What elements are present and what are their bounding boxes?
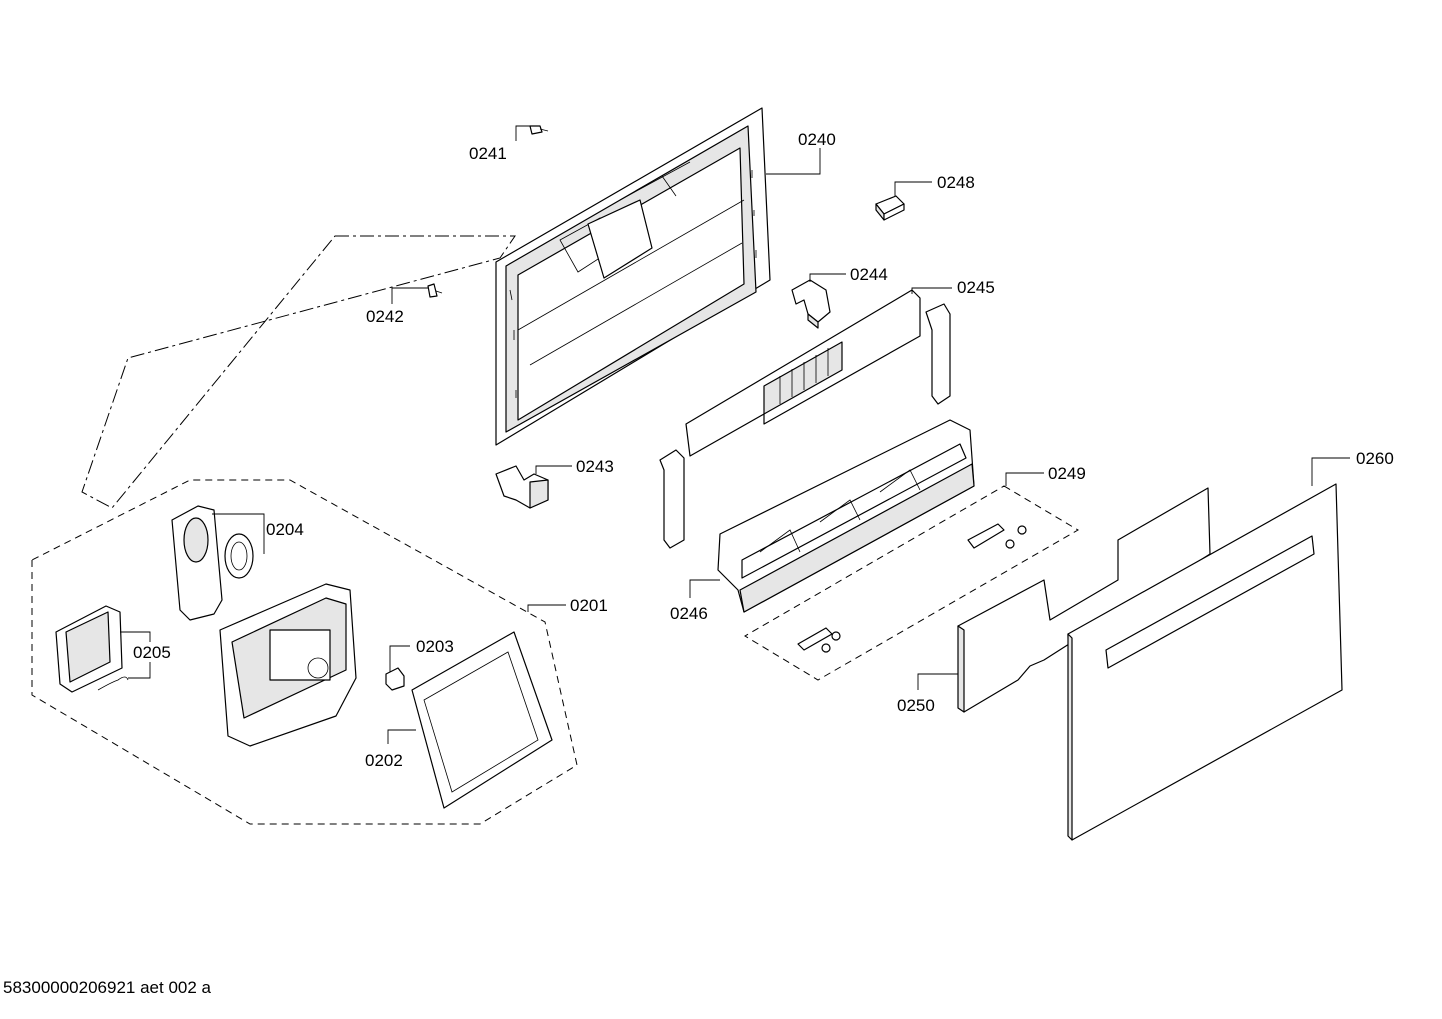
callout-0241: 0241: [469, 125, 530, 163]
upper-rail-0245: [659, 289, 951, 549]
screw-0242: [427, 283, 443, 298]
callout-0245: 0245: [911, 278, 995, 297]
fixings-0249: [797, 523, 1027, 653]
outer-door-panel-0260: [1067, 483, 1343, 841]
hinge-bracket-0243: [495, 465, 549, 509]
gasket-frame-0202: [411, 631, 553, 809]
callout-label: 0244: [850, 265, 888, 284]
clip-0203: [385, 667, 405, 691]
callout-label: 0243: [576, 457, 614, 476]
callout-0203: 0203: [389, 637, 454, 672]
back-panel-0250: [957, 487, 1211, 713]
callout-0204: 0204: [212, 513, 304, 554]
callout-label: 0246: [670, 604, 708, 623]
callout-0201: 0201: [527, 596, 608, 615]
callout-0243: 0243: [535, 457, 614, 476]
callout-0240: 0240: [766, 130, 836, 175]
callout-label: 0204: [266, 520, 304, 539]
callout-label: 0203: [416, 637, 454, 656]
screw-0241: [529, 125, 549, 135]
callout-label: 0205: [133, 643, 171, 662]
callout-label: 0245: [957, 278, 995, 297]
group-outline-control-module: [31, 479, 578, 825]
callout-label: 0242: [366, 307, 404, 326]
hinge-bracket-0244: [791, 279, 831, 329]
callout-0246: 0246: [670, 579, 720, 623]
lower-rail-0246: [717, 419, 975, 613]
callout-0242: 0242: [366, 287, 428, 326]
callout-label: 0250: [897, 696, 935, 715]
drawing-code: 58300000206921 aet 002 a: [3, 978, 211, 997]
callout-label: 0240: [798, 130, 836, 149]
handle-frame-0204: [171, 505, 254, 621]
callout-label: 0260: [1356, 449, 1394, 468]
callout-0244: 0244: [809, 265, 888, 284]
callout-0202: 0202: [365, 729, 416, 770]
callout-0248: 0248: [894, 173, 975, 196]
callout-label: 0201: [570, 596, 608, 615]
group-outline-fixings-0249: [744, 485, 1079, 681]
control-module-0201: [219, 583, 357, 747]
callout-label: 0248: [937, 173, 975, 192]
callout-label: 0241: [469, 144, 507, 163]
clip-0248: [875, 195, 905, 221]
callout-0205: 0205: [120, 631, 171, 679]
callout-0250: 0250: [897, 673, 958, 715]
inner-door-frame-0240: [495, 107, 771, 446]
callout-label: 0202: [365, 751, 403, 770]
callout-0260: 0260: [1311, 449, 1394, 486]
callout-label: 0249: [1048, 464, 1086, 483]
control-panel-0205: [55, 605, 129, 693]
callout-0249: 0249: [1005, 464, 1086, 486]
group-outline-door-inner-panel: [81, 235, 516, 509]
